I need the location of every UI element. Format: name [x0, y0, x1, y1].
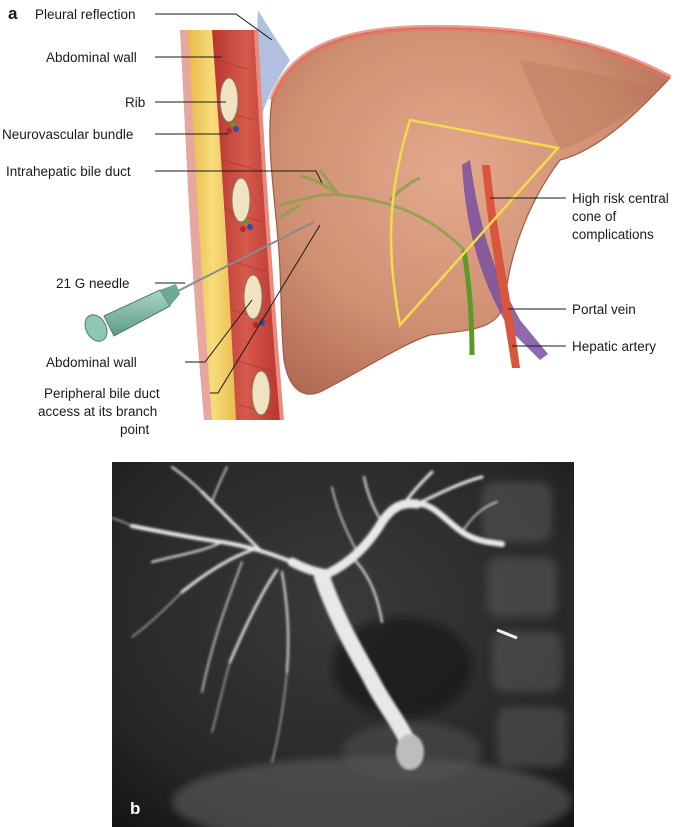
- label-high-risk-line3: complications: [572, 227, 654, 242]
- common-bile-duct: [461, 249, 475, 356]
- label-rib: Rib: [125, 95, 146, 110]
- rib: [251, 370, 271, 416]
- label-abdominal-wall-top: Abdominal wall: [46, 50, 137, 65]
- surgical-clip: [496, 628, 518, 640]
- label-peripheral-access-line1: Peripheral bile duct: [44, 386, 160, 401]
- liver-capsule: [269, 24, 672, 102]
- xray-drawing: [112, 462, 574, 827]
- label-peripheral-access-line2: access at its branch: [38, 404, 158, 419]
- pleural-reflection: [257, 10, 290, 115]
- label-pleural-reflection: Pleural reflection: [35, 7, 136, 22]
- ribs: [219, 77, 271, 416]
- biliary-tree: [112, 466, 505, 763]
- label-21g-needle: 21 G needle: [56, 276, 130, 291]
- vertebrae-shadows: [482, 482, 567, 767]
- ampulla-contrast: [396, 734, 424, 770]
- label-intrahepatic-bile-duct: Intrahepatic bile duct: [6, 164, 131, 179]
- needle-shaft: [167, 221, 315, 297]
- leader-lines: [155, 13, 566, 394]
- neurovascular-bundles: [226, 121, 265, 328]
- panel-a-letter: a: [8, 4, 18, 23]
- fat-layer: [188, 30, 238, 420]
- label-peripheral-access-line3: point: [120, 422, 150, 437]
- needle-hub: [84, 284, 180, 342]
- peritoneum: [254, 29, 284, 421]
- liver-lobe-shading: [520, 60, 660, 150]
- rib: [231, 177, 251, 223]
- label-high-risk-line2: cone of: [572, 209, 617, 224]
- cholangiogram-xray-image: b: [112, 462, 574, 827]
- label-high-risk-line1: High risk central: [572, 191, 669, 206]
- high-risk-cone: [389, 118, 561, 328]
- bowel-gas-haze: [172, 757, 572, 827]
- rib: [219, 77, 239, 123]
- label-abdominal-wall-bottom: Abdominal wall: [46, 355, 137, 370]
- rib: [243, 274, 263, 320]
- label-neurovascular-bundle: Neurovascular bundle: [2, 127, 134, 142]
- label-portal-vein: Portal vein: [572, 302, 636, 317]
- panel-b-letter: b: [130, 799, 141, 818]
- liver-anatomy-illustration: [84, 10, 672, 421]
- hepatic-artery: [482, 165, 520, 368]
- label-hepatic-artery: Hepatic artery: [572, 339, 657, 354]
